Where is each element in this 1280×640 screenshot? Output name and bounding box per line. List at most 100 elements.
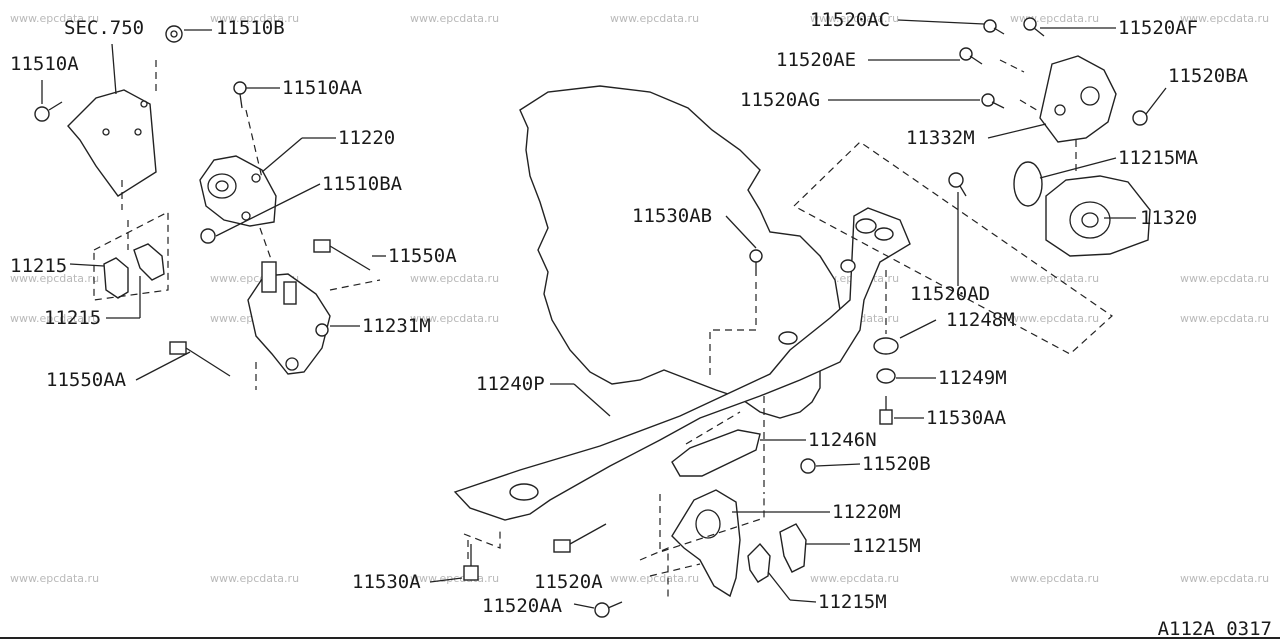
label-11220[interactable]: 11220 [338,127,396,149]
label-11332M[interactable]: 11332M [906,127,975,149]
watermark-text: www.epcdata.ru [610,572,700,585]
bolt-11520AG [981,93,1005,109]
label-11550A[interactable]: 11550A [388,245,457,267]
watermark-text: www.epcdata.ru [210,12,300,25]
label-11248M[interactable]: 11248M [946,309,1015,331]
stud-11231M [261,261,277,293]
label-11220M[interactable]: 11220M [832,501,901,523]
bolt-11520AD [948,172,967,197]
bolt-11550A [313,239,371,271]
bolt-11520A [553,523,607,553]
label-sec750[interactable]: SEC.750 [64,17,145,39]
bracket-bolt-hole-2 [134,128,142,136]
bracket-11332M-hole-2 [1054,104,1066,116]
label-11215-b[interactable]: 11215 [44,307,102,329]
guide-11246N [685,411,741,445]
label-11231M[interactable]: 11231M [362,315,431,337]
watermark-text: www.epcdata.ru [410,12,500,25]
bolt-11530AA [879,396,893,425]
watermark-text: www.epcdata.ru [1010,572,1100,585]
label-11520A[interactable]: 11520A [534,571,603,593]
label-11510AA[interactable]: 11510AA [282,77,363,99]
label-11520AC[interactable]: 11520AC [810,9,891,31]
watermark-text: www.epcdata.ru [1180,572,1270,585]
bracket-bolt-hole-3 [140,100,148,108]
guide-left-1 [121,60,157,250]
label-11215-a[interactable]: 11215 [10,255,68,277]
guide-right-box [792,141,1113,355]
bolt-11530AB [749,249,763,276]
label-11215M-a[interactable]: 11215M [852,535,921,557]
mount-11220-bushing-core [215,180,229,192]
mount-11220-hole-2 [241,211,251,221]
label-11510B[interactable]: 11510B [216,17,285,39]
label-11520AG[interactable]: 11520AG [740,89,821,111]
collar-11249M [876,368,896,384]
label-11530AA[interactable]: 11530AA [926,407,1007,429]
stopper-11215M-b [747,542,771,583]
stopper-11215-b [133,243,165,281]
label-11510BA[interactable]: 11510BA [322,173,403,195]
diagram-code: A112A 0317 [1157,618,1272,640]
bracket-11246N [671,429,761,477]
bracket-11231M-hole [285,357,299,371]
watermark-text: www.epcdata.ru [410,272,500,285]
watermark-text: www.epcdata.ru [1180,12,1270,25]
bracket-sec750 [67,89,157,197]
nut-11231M [315,323,329,337]
mount-11220-bushing [207,173,237,199]
mount-11220-hole [251,173,261,183]
engine-mount-11320 [1045,175,1151,257]
watermark-text: www.epcdata.ru [1180,272,1270,285]
label-11520BA[interactable]: 11520BA [1168,65,1249,87]
label-11240P[interactable]: 11240P [476,373,545,395]
guide-left-3 [93,211,169,301]
insulator-11248M [873,337,899,355]
guide-11530AB [709,282,757,380]
guide-right-2 [999,59,1077,172]
label-11520AA[interactable]: 11520AA [482,595,563,617]
label-11520B[interactable]: 11520B [862,453,931,475]
crossmember-hole-upper [840,259,856,273]
mount-11320-bushing [1069,201,1111,239]
mount-bracket-11231M [247,273,331,375]
crossmember-hole-right-2 [874,227,894,241]
watermark-text: www.epcdata.ru [810,572,900,585]
label-11520AE[interactable]: 11520AE [776,49,857,71]
label-11246N[interactable]: 11246N [808,429,877,451]
crossmember-hole-right [855,218,877,234]
bracket-11332M-hole [1080,86,1100,106]
watermark-text: www.epcdata.ru [1180,312,1270,325]
label-11520AD[interactable]: 11520AD [910,283,991,305]
watermark-text: www.epcdata.ru [810,12,900,25]
nut-11510B [165,25,183,43]
label-11550AA[interactable]: 11550AA [46,369,127,391]
crossmember [453,207,911,521]
label-11320[interactable]: 11320 [1140,207,1198,229]
watermark-text: www.epcdata.ru [10,12,100,25]
nut-11510BA [200,228,216,244]
label-11520AF[interactable]: 11520AF [1118,17,1199,39]
guide-bottom-2 [659,494,765,553]
guide-bottom-3 [639,547,701,600]
bolt-11520AF [1023,17,1045,37]
label-11249M[interactable]: 11249M [938,367,1007,389]
watermark-text: www.epcdata.ru [10,272,100,285]
bracket-bolt-hole-1 [102,128,110,136]
watermark-text: www.epcdata.ru [210,572,300,585]
bolt-11520AA [594,601,623,618]
label-11530AB[interactable]: 11530AB [632,205,713,227]
crossmember-hole-mid [778,331,798,345]
watermark-text: www.epcdata.ru [10,572,100,585]
engine-mount-11220 [199,155,277,227]
label-11215M-b[interactable]: 11215M [818,591,887,613]
stopper-11215M-a [779,523,807,573]
label-11215MA[interactable]: 11215MA [1118,147,1199,169]
nut-11520BA [1132,110,1148,126]
label-11510A[interactable]: 11510A [10,53,79,75]
insulator-11215MA [1013,161,1043,207]
engine-outline [519,85,841,419]
label-11530A[interactable]: 11530A [352,571,421,593]
